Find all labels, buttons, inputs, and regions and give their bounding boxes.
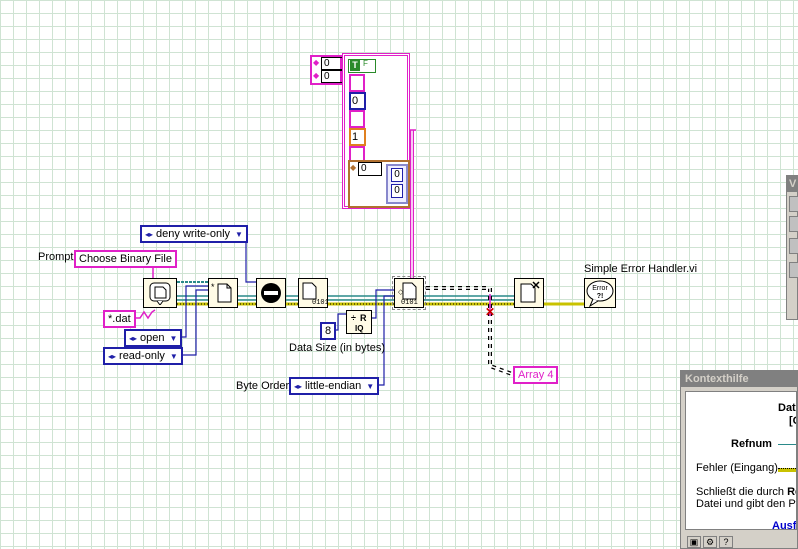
bool-false-icon: F [363, 59, 368, 68]
read-binary-icon: 0101 ◇ [398, 282, 418, 306]
error-handler-label: Simple Error Handler.vi [584, 263, 698, 275]
close-file-node[interactable] [514, 278, 544, 308]
open-file-node[interactable]: * [208, 278, 238, 308]
access-mode-enum[interactable]: ◂▸read-only ▼ [103, 347, 183, 365]
file-dialog-node[interactable] [143, 278, 177, 308]
dropdown-arrow-icon: ▼ [235, 230, 243, 239]
data-size-label: Data Size (in bytes) [289, 342, 385, 354]
dropdown-arrow-icon: ▼ [169, 352, 178, 361]
numeric-element-2[interactable]: 1 [349, 128, 366, 146]
svg-text:÷: ÷ [351, 313, 356, 323]
tools-palette-title: V [787, 176, 797, 192]
file-dialog-icon [149, 282, 171, 305]
detail-icon: ⚙ [705, 537, 715, 547]
dropdown-arrow-icon: ▼ [169, 334, 178, 343]
prompt-string-constant[interactable]: Choose Binary File [74, 250, 177, 268]
get-file-size-node[interactable]: 0101 [298, 278, 328, 308]
palette-tool-1[interactable] [789, 196, 798, 212]
read-binary-node[interactable]: 0101 ◇ [392, 276, 426, 310]
bool-constant[interactable]: T F [348, 59, 376, 73]
increment-arrows-icon: ◂▸ [145, 230, 154, 239]
byte-order-enum[interactable]: ◂▸little-endian ▼ [289, 377, 380, 395]
array-index-bottom[interactable]: 0 [321, 70, 343, 83]
pattern-wire [133, 309, 156, 320]
palette-tool-3[interactable] [789, 238, 798, 254]
divide-icon: ÷ R IQ [351, 313, 367, 333]
palette-tool-4[interactable] [789, 262, 798, 278]
numeric-element-1[interactable]: 0 [349, 92, 366, 110]
context-help-window[interactable]: Kontexthilfe Date [C Refnum Fehler (Eing… [680, 370, 798, 549]
inner-array-value-1[interactable]: 0 [391, 168, 403, 182]
question-icon: ? [723, 537, 729, 547]
help-header-line1: Date [778, 402, 796, 414]
index-arrow-icon: ◆ [313, 58, 320, 67]
access-mode-wire [172, 289, 208, 356]
array-indicator[interactable]: Array 4 [513, 366, 559, 384]
size-result-wire [372, 289, 394, 319]
refnum-terminal-line [778, 444, 796, 445]
help-question-button[interactable]: ? [719, 536, 733, 548]
palette-tool-2[interactable] [789, 216, 798, 232]
data-size-constant[interactable]: 8 [320, 322, 336, 340]
index-arrow-icon: ◆ [350, 163, 357, 172]
string-element-2[interactable] [349, 110, 365, 128]
deny-icon [261, 283, 281, 303]
error-in-label: Fehler (Eingang) [696, 462, 778, 474]
inner-array-index[interactable]: 0 [358, 162, 382, 176]
error-speech-icon: Error ?! [586, 280, 614, 307]
prompt-label: Prompt [38, 251, 74, 263]
context-help-title: Kontexthilfe [681, 371, 797, 387]
svg-text:0101: 0101 [401, 299, 418, 306]
deny-access-node[interactable] [256, 278, 286, 308]
open-file-icon: * [211, 282, 232, 303]
svg-text:R: R [360, 313, 367, 323]
open-mode-value: open [140, 332, 165, 344]
cluster-constant[interactable]: T F 0 1 ◆ 0 0 0 [342, 53, 410, 209]
string-element-1[interactable] [349, 74, 365, 92]
byte-order-label: Byte Order [236, 380, 290, 392]
help-header-line2: [C [789, 415, 796, 427]
inner-array-values[interactable]: 0 0 [386, 164, 408, 204]
broken-wire-x: ✕ [485, 305, 495, 319]
increment-arrows-icon: ◂▸ [294, 382, 303, 391]
help-link[interactable]: Ausfü [772, 520, 797, 530]
help-description-line1: Schließt die durch Ref [696, 486, 796, 498]
error-in-terminal-line [778, 468, 796, 472]
svg-text:IQ: IQ [355, 324, 363, 333]
tools-palette-window[interactable]: V [786, 175, 798, 320]
help-description-line2: Datei und gibt den Pfa [696, 498, 797, 510]
open-mode-enum[interactable]: ◂▸open ▼ [124, 329, 183, 347]
svg-text:0101: 0101 [312, 299, 327, 306]
deny-mode-value: deny write-only [156, 228, 231, 240]
help-detail-button[interactable]: ⚙ [703, 536, 717, 548]
svg-text:◇: ◇ [398, 289, 404, 296]
increment-arrows-icon: ◂▸ [129, 334, 138, 343]
deny-mode-enum[interactable]: ◂▸deny write-only ▼ [140, 225, 248, 243]
divide-node[interactable]: ÷ R IQ [346, 310, 372, 334]
error-icon-text: Error [592, 285, 608, 292]
array-index-display[interactable]: ◆ 0 ◆ 0 [310, 55, 343, 85]
dropdown-arrow-icon: ▼ [366, 382, 375, 391]
byte-order-value: little-endian [305, 380, 362, 392]
increment-arrows-icon: ◂▸ [108, 352, 117, 361]
bool-value: T [350, 60, 360, 71]
array-wire [426, 286, 513, 376]
simple-error-handler-node[interactable]: Error ?! [584, 278, 616, 308]
lock-icon: ▣ [689, 537, 699, 547]
inner-array-value-2[interactable]: 0 [391, 184, 403, 198]
svg-text:*: * [211, 282, 215, 292]
context-help-pane: Date [C Refnum Fehler (Eingang) Schließt… [685, 391, 797, 530]
svg-text:?!: ?! [597, 293, 604, 300]
array-index-top[interactable]: 0 [321, 57, 343, 70]
refnum-label: Refnum [731, 438, 772, 450]
inner-array-constant[interactable]: ◆ 0 0 0 [348, 160, 410, 208]
pattern-string-constant[interactable]: *.dat [103, 310, 136, 328]
access-mode-value: read-only [119, 350, 165, 362]
help-lock-button[interactable]: ▣ [687, 536, 701, 548]
close-file-icon [520, 281, 540, 303]
index-arrow-icon: ◆ [313, 71, 320, 80]
file-size-icon: 0101 [302, 282, 327, 306]
